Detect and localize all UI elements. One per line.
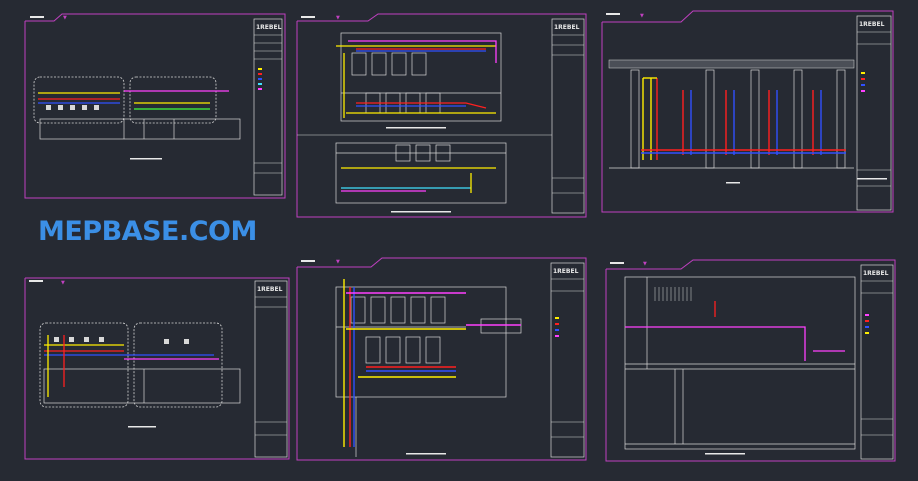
site-watermark: MEPBASE.COM <box>38 216 257 247</box>
svg-text:▼: ▼ <box>63 15 67 21</box>
svg-text:▼: ▼ <box>336 15 340 21</box>
drawing-sheet-1: ▼ 1REBEL <box>24 13 286 199</box>
title-block-logo: 1REBEL <box>859 21 885 28</box>
svg-text:▼: ▼ <box>61 280 65 286</box>
svg-text:▼: ▼ <box>640 13 644 19</box>
title-block-logo: 1REBEL <box>257 286 283 293</box>
svg-text:▼: ▼ <box>336 259 340 265</box>
drawing-sheet-5: ▼ 1REBEL <box>296 257 587 461</box>
drawing-sheet-6: ▼ 1REBEL <box>605 259 896 462</box>
drawing-sheet-4: ▼ 1REBEL <box>24 277 290 460</box>
title-block-logo: 1REBEL <box>554 24 580 31</box>
svg-text:▼: ▼ <box>643 261 647 267</box>
drawing-sheet-2: ▼ 1REBEL <box>296 13 587 218</box>
title-block-logo: 1REBEL <box>256 24 282 31</box>
title-block-logo: 1REBEL <box>553 268 579 275</box>
title-block-logo: 1REBEL <box>863 270 889 277</box>
drawing-sheet-3: ▼ 1REBEL <box>601 10 894 213</box>
